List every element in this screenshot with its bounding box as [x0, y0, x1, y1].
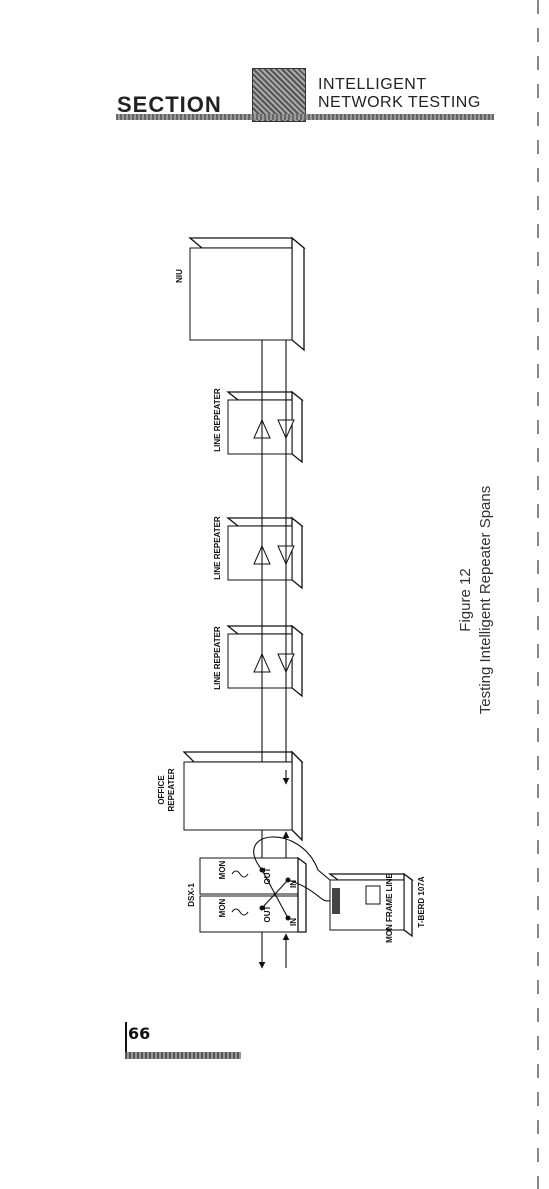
- dsx-wires: [258, 932, 290, 969]
- jack-label-in-upper: IN: [289, 880, 298, 888]
- tberd-label: T-BERD 107A: [417, 876, 426, 927]
- jack-label-out-lower: OUT: [263, 905, 272, 922]
- jack-label-mon-upper: MON: [218, 860, 227, 879]
- figure-title: Testing Intelligent Repeater Spans: [477, 486, 494, 714]
- jack-label-mon-lower: MON: [218, 898, 227, 917]
- niu-box: [188, 236, 306, 352]
- logo-icon: [252, 68, 306, 122]
- test-cables: [253, 836, 333, 902]
- line-repeater-label-3: LINE REPEATER: [213, 626, 222, 690]
- span-wires: [261, 340, 290, 858]
- jack-label-in-lower: IN: [289, 918, 298, 926]
- line-repeater-label-2: LINE REPEATER: [213, 516, 222, 580]
- dsx-jack-upper: [199, 857, 299, 895]
- office-repeater-label-1: OFFICE: [157, 775, 166, 805]
- footer-tick: [125, 1022, 127, 1052]
- tberd-connectors: [332, 888, 340, 914]
- tberd-panel-text: MON FRAME LINE: [385, 872, 394, 942]
- jack-label-out-upper: OUT: [263, 867, 272, 884]
- scan-edge: [537, 0, 539, 1189]
- section-label: SECTION: [117, 92, 222, 117]
- niu-label: NIU: [175, 269, 184, 283]
- office-repeater-box: [182, 750, 304, 842]
- niu-face: [189, 247, 293, 341]
- dsx-label: DSX-1: [187, 883, 196, 907]
- dsx-panel: [199, 856, 307, 933]
- dsx-jack-lower: [199, 895, 299, 933]
- brand-line-1: INTELLIGENT: [318, 76, 427, 93]
- line-repeater-label-1: LINE REPEATER: [213, 388, 222, 452]
- brand-line-2: NETWORK TESTING: [318, 94, 481, 111]
- line-repeater-2: [226, 516, 304, 590]
- page-number: 66: [128, 1024, 151, 1043]
- tberd-test-set: [328, 872, 414, 938]
- header-rule: [116, 114, 494, 120]
- office-repeater-label-2: REPEATER: [167, 768, 176, 811]
- footer-rule: [125, 1052, 241, 1059]
- tberd-display: [365, 885, 381, 905]
- line-repeater-1: [226, 390, 304, 464]
- figure-number: Figure 12: [457, 568, 474, 631]
- line-repeater-3: [226, 624, 304, 698]
